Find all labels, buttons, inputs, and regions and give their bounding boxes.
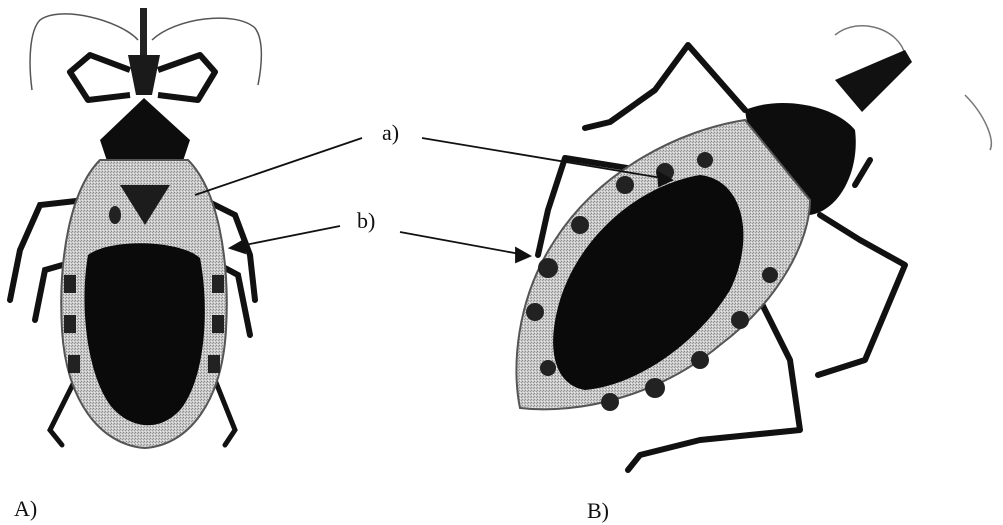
panel-label-a: A): [14, 498, 37, 520]
panel-label-b: B): [587, 500, 609, 522]
specimen-b: [516, 26, 991, 470]
label-a: a): [382, 122, 399, 144]
label-b: b): [357, 210, 375, 232]
specimen-a: [10, 8, 261, 448]
